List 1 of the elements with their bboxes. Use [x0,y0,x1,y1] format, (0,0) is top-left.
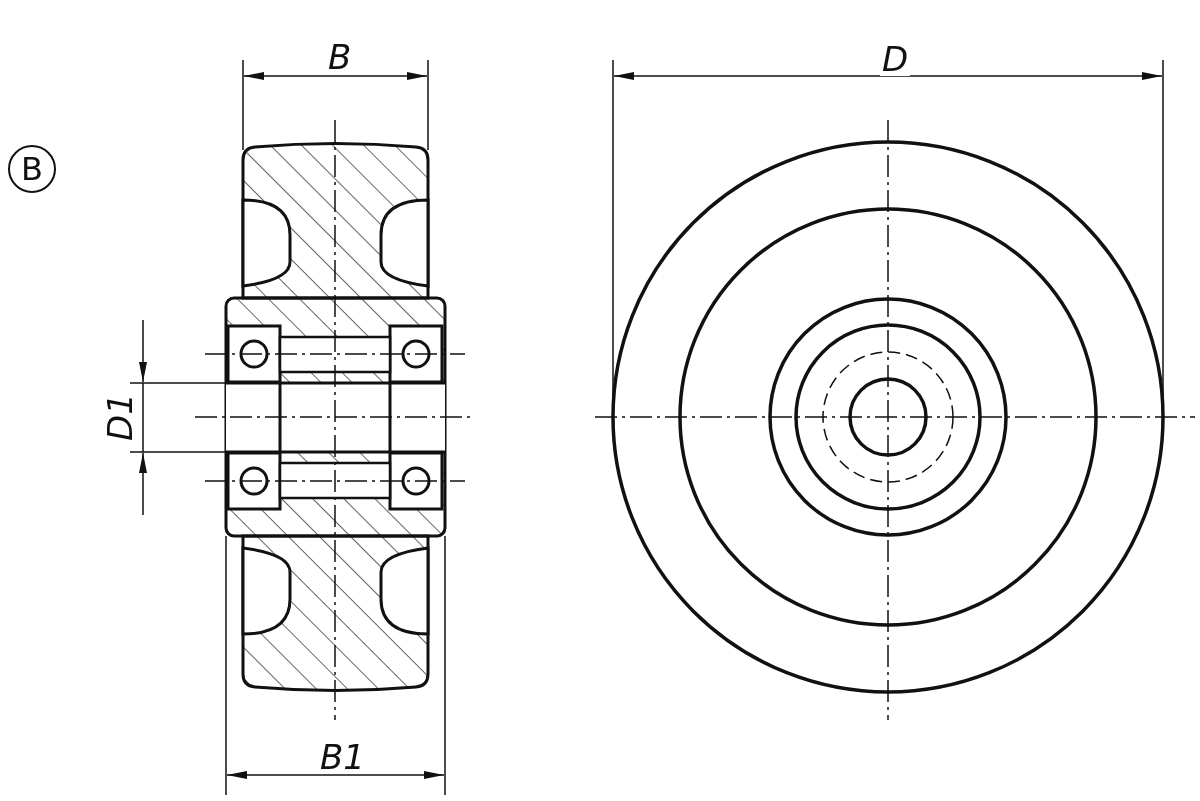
callout-letter: B [8,145,56,193]
